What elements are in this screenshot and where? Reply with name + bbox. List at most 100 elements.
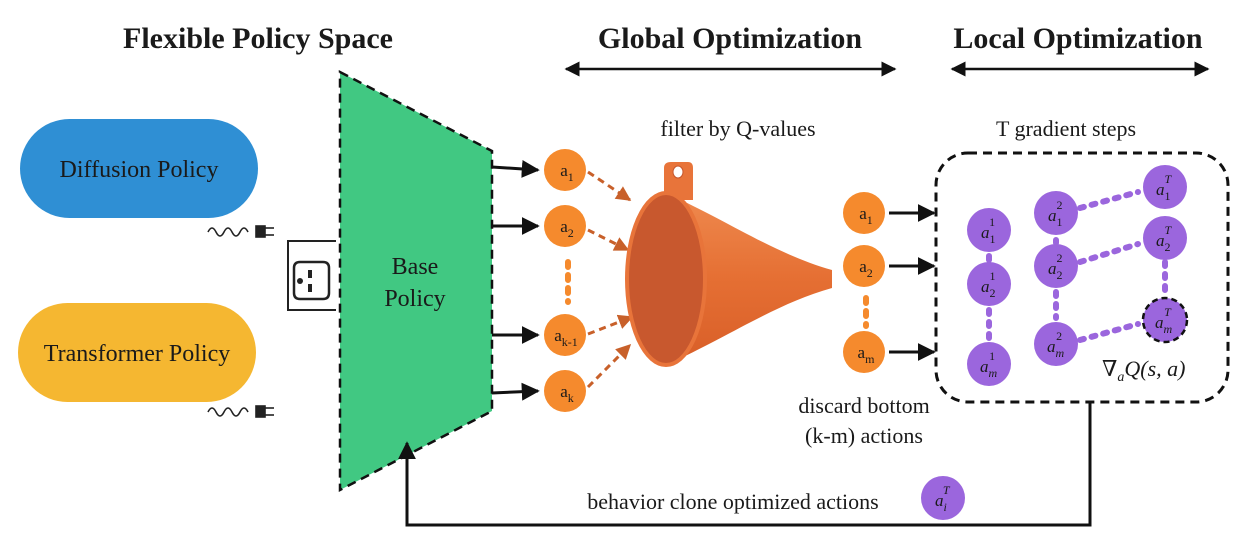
node-sub: 1 [568,170,574,184]
node-sub: m [865,352,875,366]
node-text: a [560,217,568,236]
svg-text:am2: am 2 [1047,329,1065,360]
discard-label-line1: discard bottom [798,393,929,418]
svg-text:am1: am 1 [980,349,998,380]
node-sup: T [1165,172,1173,186]
node-base: a [1047,337,1056,356]
svg-text:a22: a22 [1048,251,1063,282]
node-sup: T [1165,223,1173,237]
svg-text:ak-1: ak-1 [554,326,578,349]
transformer-policy-label: Transformer Policy [44,341,230,367]
gradient-nodes: a11 a21 am1 a12 a22 am2 a1T a2T [967,165,1189,386]
node-sub: 1 [867,213,873,227]
funnel-icon [625,162,832,367]
svg-text:am: am [858,343,876,366]
transformer-policy-pill: Transformer Policy [18,303,256,402]
kept-arrows [889,204,936,361]
svg-text:a1: a1 [560,161,574,184]
node-sub: m [1164,322,1173,336]
node-sup: 1 [989,349,995,363]
svg-text:a1T: a1 T [1156,172,1173,203]
base-policy-label-line2: Policy [384,286,445,312]
node-base: a [981,223,990,242]
gradient-node: a1 T [1143,165,1187,209]
node-sup: 1 [989,215,995,229]
svg-text:a2: a2 [859,257,873,280]
plug-icon [207,405,274,418]
q-function: Q(s, a) [1124,356,1185,381]
filter-by-q-values-label: filter by Q-values [660,116,815,141]
node-sub: 1 [990,232,996,246]
gradient-connectors [986,189,1168,343]
node-sub: 2 [1057,268,1063,282]
node-sub: 2 [568,226,574,240]
svg-text:a12: a1 2 [1048,198,1063,229]
header-flexible-policy-space: Flexible Policy Space [123,22,393,55]
node-sub: m [1056,346,1065,360]
base-policy-label-line1: Base [392,254,439,280]
gradient-node: a1 2 [1034,191,1078,235]
node-base: a [1048,206,1057,225]
svg-text:ak: ak [560,382,574,405]
node-sub: 2 [990,286,996,300]
node-sub: 1 [1057,215,1063,229]
node-base: a [980,357,989,376]
node-base: a [1156,180,1165,199]
behavior-clone-feedback-arrow [398,402,1092,527]
node-sub: k [568,391,574,405]
gradient-node: a21 [967,262,1011,306]
node-base: a [1156,231,1165,250]
node-text: a [554,326,562,345]
node-sup: T [943,483,951,497]
svg-text:a11: a1 1 [981,215,996,246]
candidate-action-node: a1 [544,149,586,191]
gradient-steps-box [934,151,1230,404]
plug-icon [207,225,274,238]
svg-text:aiT: aiT [935,483,951,514]
gradient-node: am 1 [967,342,1011,386]
gradient-node: a2 T [1143,216,1187,260]
node-sub: m [989,366,998,380]
svg-text:amT: amT [1155,305,1173,336]
svg-text:a21: a21 [981,269,996,300]
gradient-formula: ∇aQ(s, a) [1102,356,1185,385]
gradient-node: a1 1 [967,208,1011,252]
node-text: a [859,204,867,223]
sample-arrows [491,159,540,401]
node-text: a [560,161,568,180]
node-sub: k-1 [562,335,578,349]
gradient-steps-label: T gradient steps [996,116,1136,141]
node-text: a [560,382,568,401]
filter-arrows [586,170,634,389]
gradient-node: am 2 [1034,322,1078,366]
candidate-action-node: a2 [544,205,586,247]
gradient-node: a22 [1034,244,1078,288]
node-sup: 2 [1056,329,1062,343]
node-sup: 2 [1057,198,1063,212]
nabla-sub: a [1117,370,1124,385]
header-local-optimization: Local Optimization [953,22,1202,55]
node-sub: 2 [1165,240,1171,254]
kept-action-node: am [843,331,885,373]
kept-action-node: a2 [843,245,885,287]
socket-icon [287,240,336,311]
behavior-clone-label: behavior clone optimized actions [587,489,878,514]
discard-label-line2: (k-m) actions [805,423,923,448]
svg-text:a1: a1 [859,204,873,227]
nabla-symbol: ∇ [1102,356,1117,381]
header-global-optimization: Global Optimization [598,22,863,55]
node-base: a [981,277,990,296]
kept-actions: a1 a2 am [843,192,885,373]
node-sub: 1 [1165,189,1171,203]
node-text: a [858,343,866,362]
node-sub: i [944,500,947,514]
candidate-action-node: ak-1 [544,314,586,356]
node-sub: 2 [867,266,873,280]
node-base: a [1048,259,1057,278]
svg-text:a2: a2 [560,217,574,240]
svg-text:a2T: a2 T [1156,223,1173,254]
node-base: a [935,491,944,510]
bc-action-node: aiT [921,476,965,520]
node-sup: T [1164,305,1172,319]
